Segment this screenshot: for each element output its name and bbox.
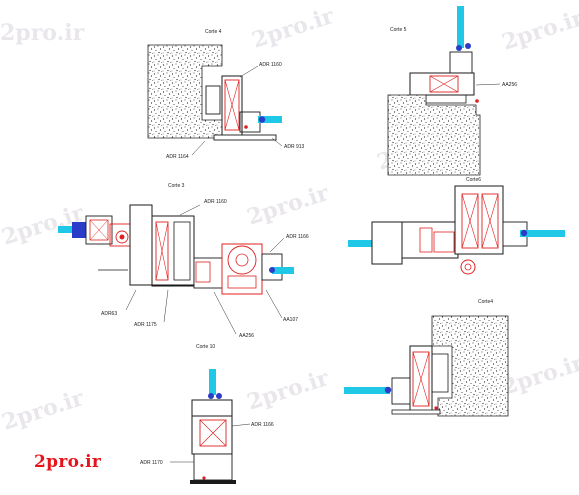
gasket — [269, 267, 275, 273]
frame-profile — [193, 453, 233, 481]
section-corte4-bottom: Corte4 — [344, 299, 509, 417]
concrete-wall — [387, 94, 481, 176]
glass-pane — [457, 6, 464, 48]
sash-profile — [191, 399, 233, 417]
glass-pane — [258, 116, 282, 123]
frame-profile — [191, 415, 233, 455]
profile-label: ADR 913 — [284, 144, 305, 150]
site-brand-logo: 2pro.ir — [34, 452, 102, 472]
watermark-text: 2pro.ir — [244, 180, 332, 231]
thermal-break — [412, 351, 430, 407]
section-corte4-top: Corte 4 ADR 1160 ADR 1164 ADR 913 — [147, 29, 305, 160]
glass-pane — [272, 267, 294, 274]
sash-profile — [502, 221, 528, 247]
sill-profile — [213, 134, 277, 141]
gasket — [258, 116, 266, 123]
section-title: Corte6 — [466, 177, 481, 183]
section-title: Corte 3 — [168, 183, 185, 189]
glass-pane — [209, 369, 216, 395]
glass-pane — [348, 240, 374, 247]
gasket — [72, 222, 86, 238]
gasket — [465, 43, 471, 49]
watermark-text: 2pro.ir — [499, 5, 579, 56]
watermark-text: 2pro.ir — [499, 350, 579, 401]
roller — [460, 259, 476, 275]
gasket — [456, 45, 462, 51]
thermal-break — [155, 221, 169, 281]
profile-label: ADR 1170 — [140, 460, 163, 466]
frame-profile — [425, 94, 467, 104]
profile-label: AA256 — [239, 333, 254, 339]
thermal-break — [461, 193, 479, 249]
section-title: Corte4 — [478, 299, 493, 305]
sash-profile — [193, 257, 223, 289]
profile-label: ADR 1160 — [204, 199, 227, 205]
thermal-break — [419, 227, 433, 253]
section-corte3: Corte 3 ADR 1160 ADR 1 — [58, 183, 309, 339]
watermark-text: 2pro.ir — [0, 20, 85, 46]
profile-label: AA107 — [283, 317, 298, 323]
section-corte6: Corte6 — [348, 177, 565, 275]
gasket — [384, 386, 392, 394]
gasket — [216, 393, 222, 399]
gasket — [244, 125, 248, 129]
thermal-break — [224, 79, 240, 131]
frame-profile — [129, 204, 153, 286]
profile-label: ADR 1175 — [134, 322, 157, 328]
sash-profile — [391, 377, 411, 405]
gasket — [520, 229, 528, 237]
glass-pane — [58, 226, 74, 233]
profile-label: ADR 1164 — [166, 154, 189, 160]
profile-label: ADR 1160 — [259, 62, 282, 68]
concrete-wall — [431, 315, 509, 417]
watermark-text: 2pro.ir — [244, 365, 332, 416]
profile-label: ADR 1166 — [286, 234, 309, 240]
glass-pane — [520, 230, 565, 237]
sash-profile — [239, 111, 261, 133]
glass-pane — [344, 387, 390, 394]
profile-label: ADR63 — [101, 311, 117, 317]
section-title: Corte 5 — [390, 27, 407, 33]
frame-profile — [205, 85, 221, 115]
frame-profile — [401, 221, 459, 259]
sash-profile — [371, 221, 403, 265]
thermal-break — [429, 75, 459, 93]
section-title: Corte 4 — [205, 29, 222, 35]
thermal-break — [199, 419, 227, 447]
threshold — [190, 480, 236, 484]
frame-profile — [151, 215, 195, 287]
profile-label: ADR 1166 — [251, 422, 274, 428]
section-corte5: Corte 5 AA256 — [387, 6, 517, 176]
section-title: Corte 10 — [196, 344, 215, 350]
profile-label: AA256 — [502, 82, 517, 88]
gasket — [208, 393, 214, 399]
watermark-text: 2pro.ir — [0, 385, 87, 436]
sash-profile — [449, 51, 473, 75]
section-corte10: Corte 10 ADR 1166 ADR 1170 — [140, 344, 274, 484]
concrete-wall — [147, 44, 233, 139]
watermark-text: 2pro.ir — [249, 3, 337, 54]
